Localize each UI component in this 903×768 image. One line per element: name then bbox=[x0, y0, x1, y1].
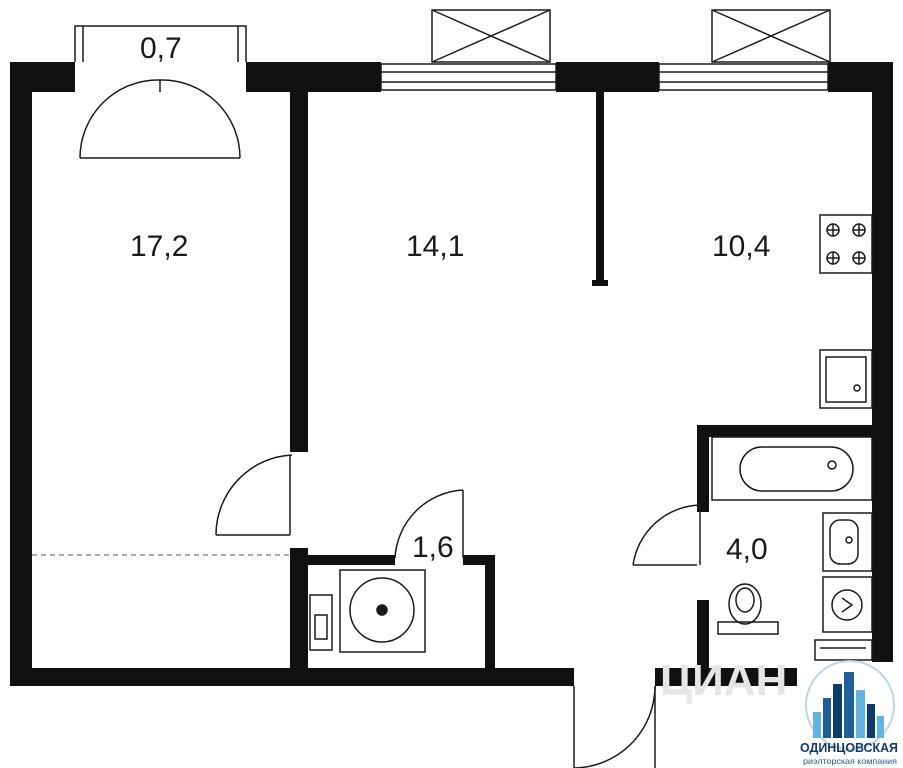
washing-machine-icon bbox=[339, 569, 426, 653]
bedroom-area: 17,2 bbox=[130, 230, 188, 263]
bath-shelf bbox=[814, 639, 873, 661]
kitchen-area: 10,4 bbox=[712, 230, 770, 263]
bathroom-area: 4,0 bbox=[726, 533, 768, 566]
boiler-icon bbox=[822, 576, 873, 633]
living-room-area: 14,1 bbox=[406, 230, 464, 263]
interior-walls bbox=[290, 90, 875, 673]
washbasin-icon bbox=[822, 512, 873, 572]
electrical-panel-icon bbox=[309, 594, 333, 651]
stove-icon bbox=[819, 214, 873, 274]
toilet-icon bbox=[717, 583, 779, 635]
bathtub-icon bbox=[711, 436, 873, 501]
balcony bbox=[74, 25, 247, 159]
logo-name: ОДИНЦОВСКАЯ bbox=[800, 741, 898, 755]
outer-walls bbox=[10, 62, 893, 686]
closet-area: 1,6 bbox=[412, 531, 454, 564]
watermark: ЦИАН bbox=[660, 656, 787, 705]
doors bbox=[215, 454, 701, 768]
kitchen-sink-icon bbox=[819, 349, 873, 409]
balcony-area: 0,7 bbox=[140, 32, 182, 65]
company-logo: ОДИНЦОВСКАЯ риэлторская компания bbox=[797, 660, 901, 768]
logo-subtitle: риэлторская компания bbox=[803, 756, 897, 766]
ac-units bbox=[431, 9, 831, 63]
logo-buildings-icon bbox=[813, 672, 884, 738]
windows bbox=[380, 63, 829, 91]
